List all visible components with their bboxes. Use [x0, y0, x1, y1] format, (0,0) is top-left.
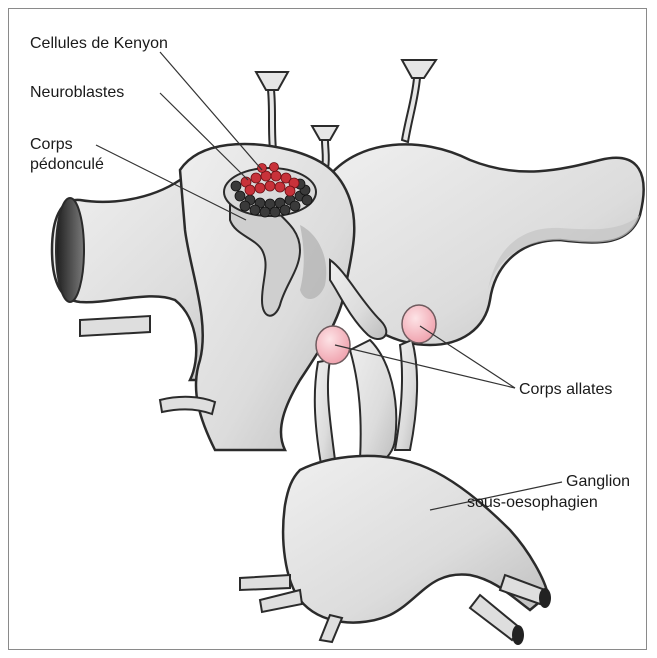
ocellus-center-cup: [312, 126, 338, 140]
label-corps-allates: Corps allates: [519, 380, 612, 399]
label-corps-line2: pédonculé: [30, 155, 104, 174]
subesophageal-ganglion: [283, 456, 548, 623]
ocellus-right-cup: [402, 60, 436, 78]
sog-nerve-end-2: [512, 625, 524, 645]
ocellus-left-stalk: [268, 90, 276, 150]
label-neuroblasts: Neuroblastes: [30, 83, 124, 102]
ocellus-left-cup: [256, 72, 288, 90]
corpus-allatum-right: [402, 305, 436, 343]
label-ganglion-line1: Ganglion: [566, 472, 630, 491]
label-corps-line1: Corps: [30, 135, 73, 154]
left-lobe-opening: [56, 198, 84, 302]
right-optic-lobe: [330, 144, 644, 345]
corpus-allatum-left: [316, 326, 350, 364]
label-kenyon-cells: Cellules de Kenyon: [30, 34, 168, 53]
sog-nerve-end-1: [539, 588, 551, 608]
label-ganglion-line2: sous-oesophagien: [467, 493, 598, 512]
ocellus-right-stalk: [402, 78, 420, 142]
